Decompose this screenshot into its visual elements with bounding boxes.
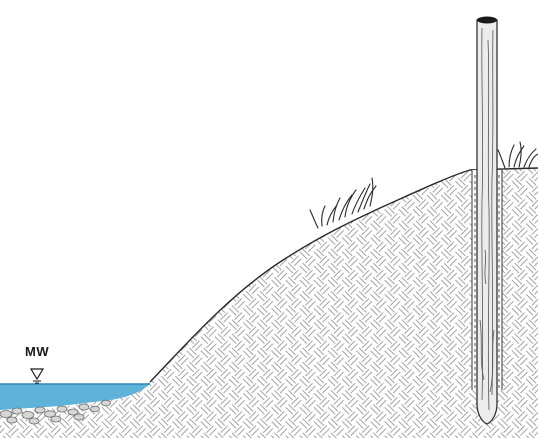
wooden-pile xyxy=(476,16,498,425)
soil-surface-line xyxy=(149,167,538,383)
grass-tuft-icon xyxy=(497,141,538,169)
water-body xyxy=(0,384,150,410)
embankment-soil xyxy=(0,168,538,438)
shore-stones xyxy=(0,399,111,425)
pile-top xyxy=(477,16,497,24)
inverted-triangle-icon xyxy=(29,368,45,384)
grass-tuft-icon xyxy=(309,177,377,229)
water-level-label: MW xyxy=(25,344,50,359)
